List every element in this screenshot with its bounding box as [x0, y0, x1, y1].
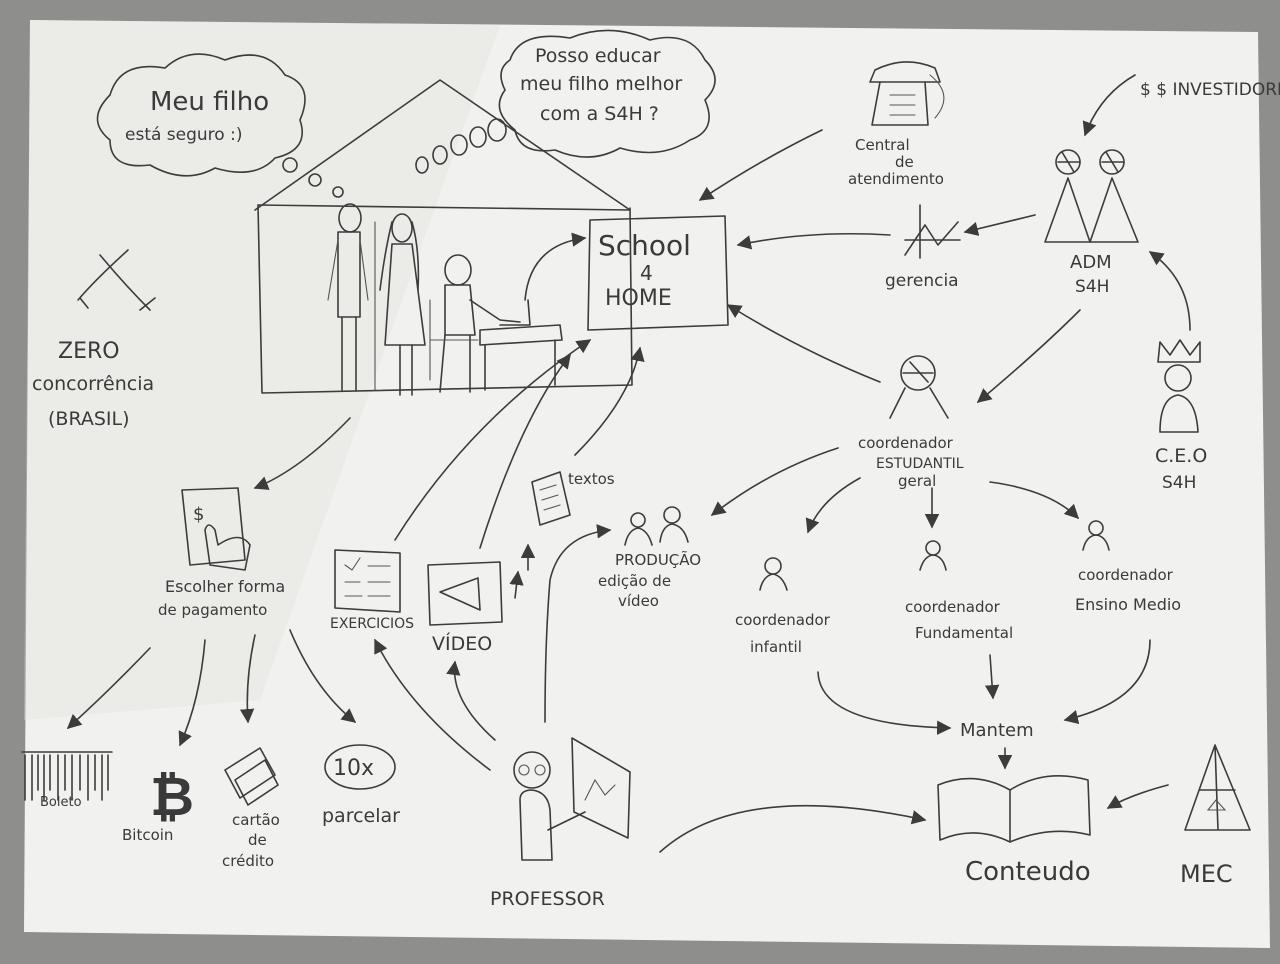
gerencia-label: gerencia — [885, 271, 959, 291]
coord-fundamental-line1: coordenador — [905, 598, 1001, 616]
exercicios-node[interactable]: EXERCICIOS — [330, 549, 414, 632]
producao-line1: PRODUÇÃO — [615, 550, 701, 569]
coord-medio-line1: coordenador — [1078, 566, 1174, 584]
father-figure — [327, 203, 369, 391]
house-drawing — [254, 79, 633, 396]
coord-geral-line3: geral — [898, 472, 936, 490]
coord-infantil-node[interactable]: coordenador infantil — [735, 557, 831, 656]
mother-figure — [379, 213, 426, 396]
brasil-label: (BRASIL) — [48, 408, 130, 430]
question-thought-bubble: Posso educar meu filho melhor com a S4H … — [415, 29, 716, 174]
question-thought-line3: com a S4H ? — [540, 103, 659, 125]
zero-label: ZERO — [58, 339, 120, 364]
parent-thought-bubble: Meu filho está seguro :) — [96, 53, 344, 198]
school4home-node[interactable]: School 4 HOME — [587, 215, 729, 331]
phone-touch-icon — [181, 487, 246, 566]
parcelar-option[interactable]: 10x parcelar — [322, 744, 400, 827]
cartao-line3: crédito — [222, 852, 274, 870]
executive-icon — [1044, 149, 1139, 243]
professor-label: PROFESSOR — [490, 888, 605, 910]
conteudo-label: Conteudo — [965, 857, 1091, 887]
coord-infantil-line2: infantil — [750, 638, 802, 656]
coord-fundamental-node[interactable]: coordenador Fundamental — [905, 540, 1013, 642]
credit-card-icon — [224, 747, 279, 806]
professor-node[interactable]: PROFESSOR — [490, 737, 631, 910]
exercicios-label: EXERCICIOS — [330, 616, 414, 632]
cartao-line2: de — [248, 831, 267, 849]
conteudo-node[interactable]: Conteudo — [937, 775, 1091, 887]
ceo-line1: C.E.O — [1155, 445, 1207, 467]
coordenador-geral-node[interactable]: coordenador ESTUDANTIL geral — [858, 355, 964, 490]
arrows — [66, 74, 1191, 853]
video-label: VÍDEO — [432, 632, 492, 655]
coord-geral-line2: ESTUDANTIL — [876, 456, 964, 472]
ceo-node[interactable]: C.E.O S4H — [1155, 339, 1207, 493]
question-thought-line2: meu filho melhor — [520, 73, 682, 95]
school-line1: School — [598, 229, 691, 262]
parcelar-badge: 10x — [333, 756, 374, 781]
central-line1: Central — [855, 136, 910, 154]
video-node[interactable]: VÍDEO — [427, 561, 503, 655]
barcode-icon — [21, 751, 113, 801]
people-icon — [624, 506, 689, 546]
coord-medio-line2: Ensino Medio — [1075, 595, 1181, 614]
cartao-option[interactable]: cartão de crédito — [222, 747, 280, 870]
adm-node[interactable]: ADM S4H — [1044, 149, 1139, 297]
book-icon — [937, 775, 1091, 843]
central-line2: de — [895, 153, 914, 171]
parcelar-label: parcelar — [322, 805, 400, 827]
boleto-option[interactable]: Boleto — [21, 751, 113, 810]
child-figure — [429, 254, 521, 393]
central-line3: atendimento — [848, 170, 944, 188]
telephone-icon — [869, 61, 945, 126]
mec-node[interactable]: MEC — [1180, 744, 1251, 888]
mantem-label: Mantem — [960, 720, 1034, 741]
pagamento-node[interactable]: $ Escolher forma de pagamento — [158, 487, 285, 619]
school-line3: HOME — [605, 286, 672, 311]
producao-line2: edição de — [598, 572, 671, 590]
gerencia-node[interactable]: gerencia — [885, 204, 961, 291]
central-atendimento-node[interactable]: Central de atendimento — [848, 61, 945, 188]
growth-chart-icon — [904, 204, 961, 259]
textos-label: textos — [568, 470, 615, 488]
adm-line1: ADM — [1070, 252, 1112, 273]
ceo-line2: S4H — [1162, 473, 1196, 493]
cartao-line1: cartão — [232, 811, 280, 829]
svg-text:$: $ — [193, 504, 204, 525]
investidores-node[interactable]: $ $ INVESTIDORES — [1140, 80, 1280, 100]
bitcoin-label: Bitcoin — [122, 826, 173, 844]
adm-line2: S4H — [1075, 277, 1109, 297]
pagamento-line1: Escolher forma — [165, 577, 285, 596]
producao-line3: vídeo — [618, 592, 659, 610]
parent-thought-line2: está seguro :) — [125, 125, 242, 145]
textos-node[interactable]: textos — [531, 470, 615, 526]
coord-infantil-line1: coordenador — [735, 611, 831, 629]
bitcoin-icon: ₿ — [150, 765, 194, 828]
zero-competition-block: ZERO concorrência (BRASIL) — [32, 249, 156, 430]
mec-label: MEC — [1180, 860, 1233, 888]
concorrencia-label: concorrência — [32, 373, 154, 395]
checklist-icon — [334, 549, 401, 613]
mec-tower-icon — [1184, 744, 1251, 831]
boleto-label: Boleto — [40, 795, 82, 810]
document-icon — [531, 471, 571, 526]
investidores-label: $ $ INVESTIDORES — [1140, 80, 1280, 100]
coord-geral-line1: coordenador — [858, 434, 954, 452]
coord-medio-node[interactable]: coordenador Ensino Medio — [1075, 520, 1181, 614]
coord-fundamental-line2: Fundamental — [915, 624, 1013, 642]
bitcoin-option[interactable]: ₿ Bitcoin — [122, 765, 194, 844]
parent-thought-line1: Meu filho — [150, 87, 269, 117]
crown-icon — [1157, 339, 1201, 363]
teacher-icon — [513, 737, 631, 861]
question-thought-line1: Posso educar — [535, 45, 661, 67]
play-icon — [439, 577, 481, 611]
pagamento-line2: de pagamento — [158, 601, 267, 619]
school-line2: 4 — [640, 261, 653, 285]
producao-video-node[interactable]: PRODUÇÃO edição de vídeo — [598, 506, 701, 610]
